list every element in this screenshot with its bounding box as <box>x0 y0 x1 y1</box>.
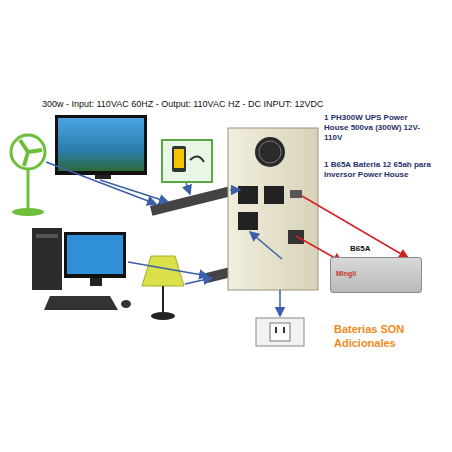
phone-charger-icon <box>162 140 212 182</box>
battery: B65A Mingli <box>330 244 422 293</box>
tv-icon <box>55 115 147 179</box>
product-spec: 1 B65A Bateria 12 65ah para Inversor Pow… <box>324 160 434 180</box>
note-text: Baterias SON Adicionales <box>334 322 434 350</box>
battery-body: Mingli <box>330 257 422 293</box>
wall-outlet <box>256 318 304 346</box>
ups-unit <box>228 128 318 290</box>
power-strip <box>150 186 232 216</box>
computer-icon <box>32 228 131 310</box>
wire-arrows <box>46 162 282 316</box>
product-spec: 1 PH300W UPS Power House 500va (300W) 12… <box>324 113 434 143</box>
battery-name: B65A <box>330 244 422 253</box>
diagram-title: 300w - Input: 110VAC 60HZ - Output: 110V… <box>42 99 323 109</box>
fan-icon <box>11 135 45 216</box>
battery-brand: Mingli <box>336 270 356 277</box>
